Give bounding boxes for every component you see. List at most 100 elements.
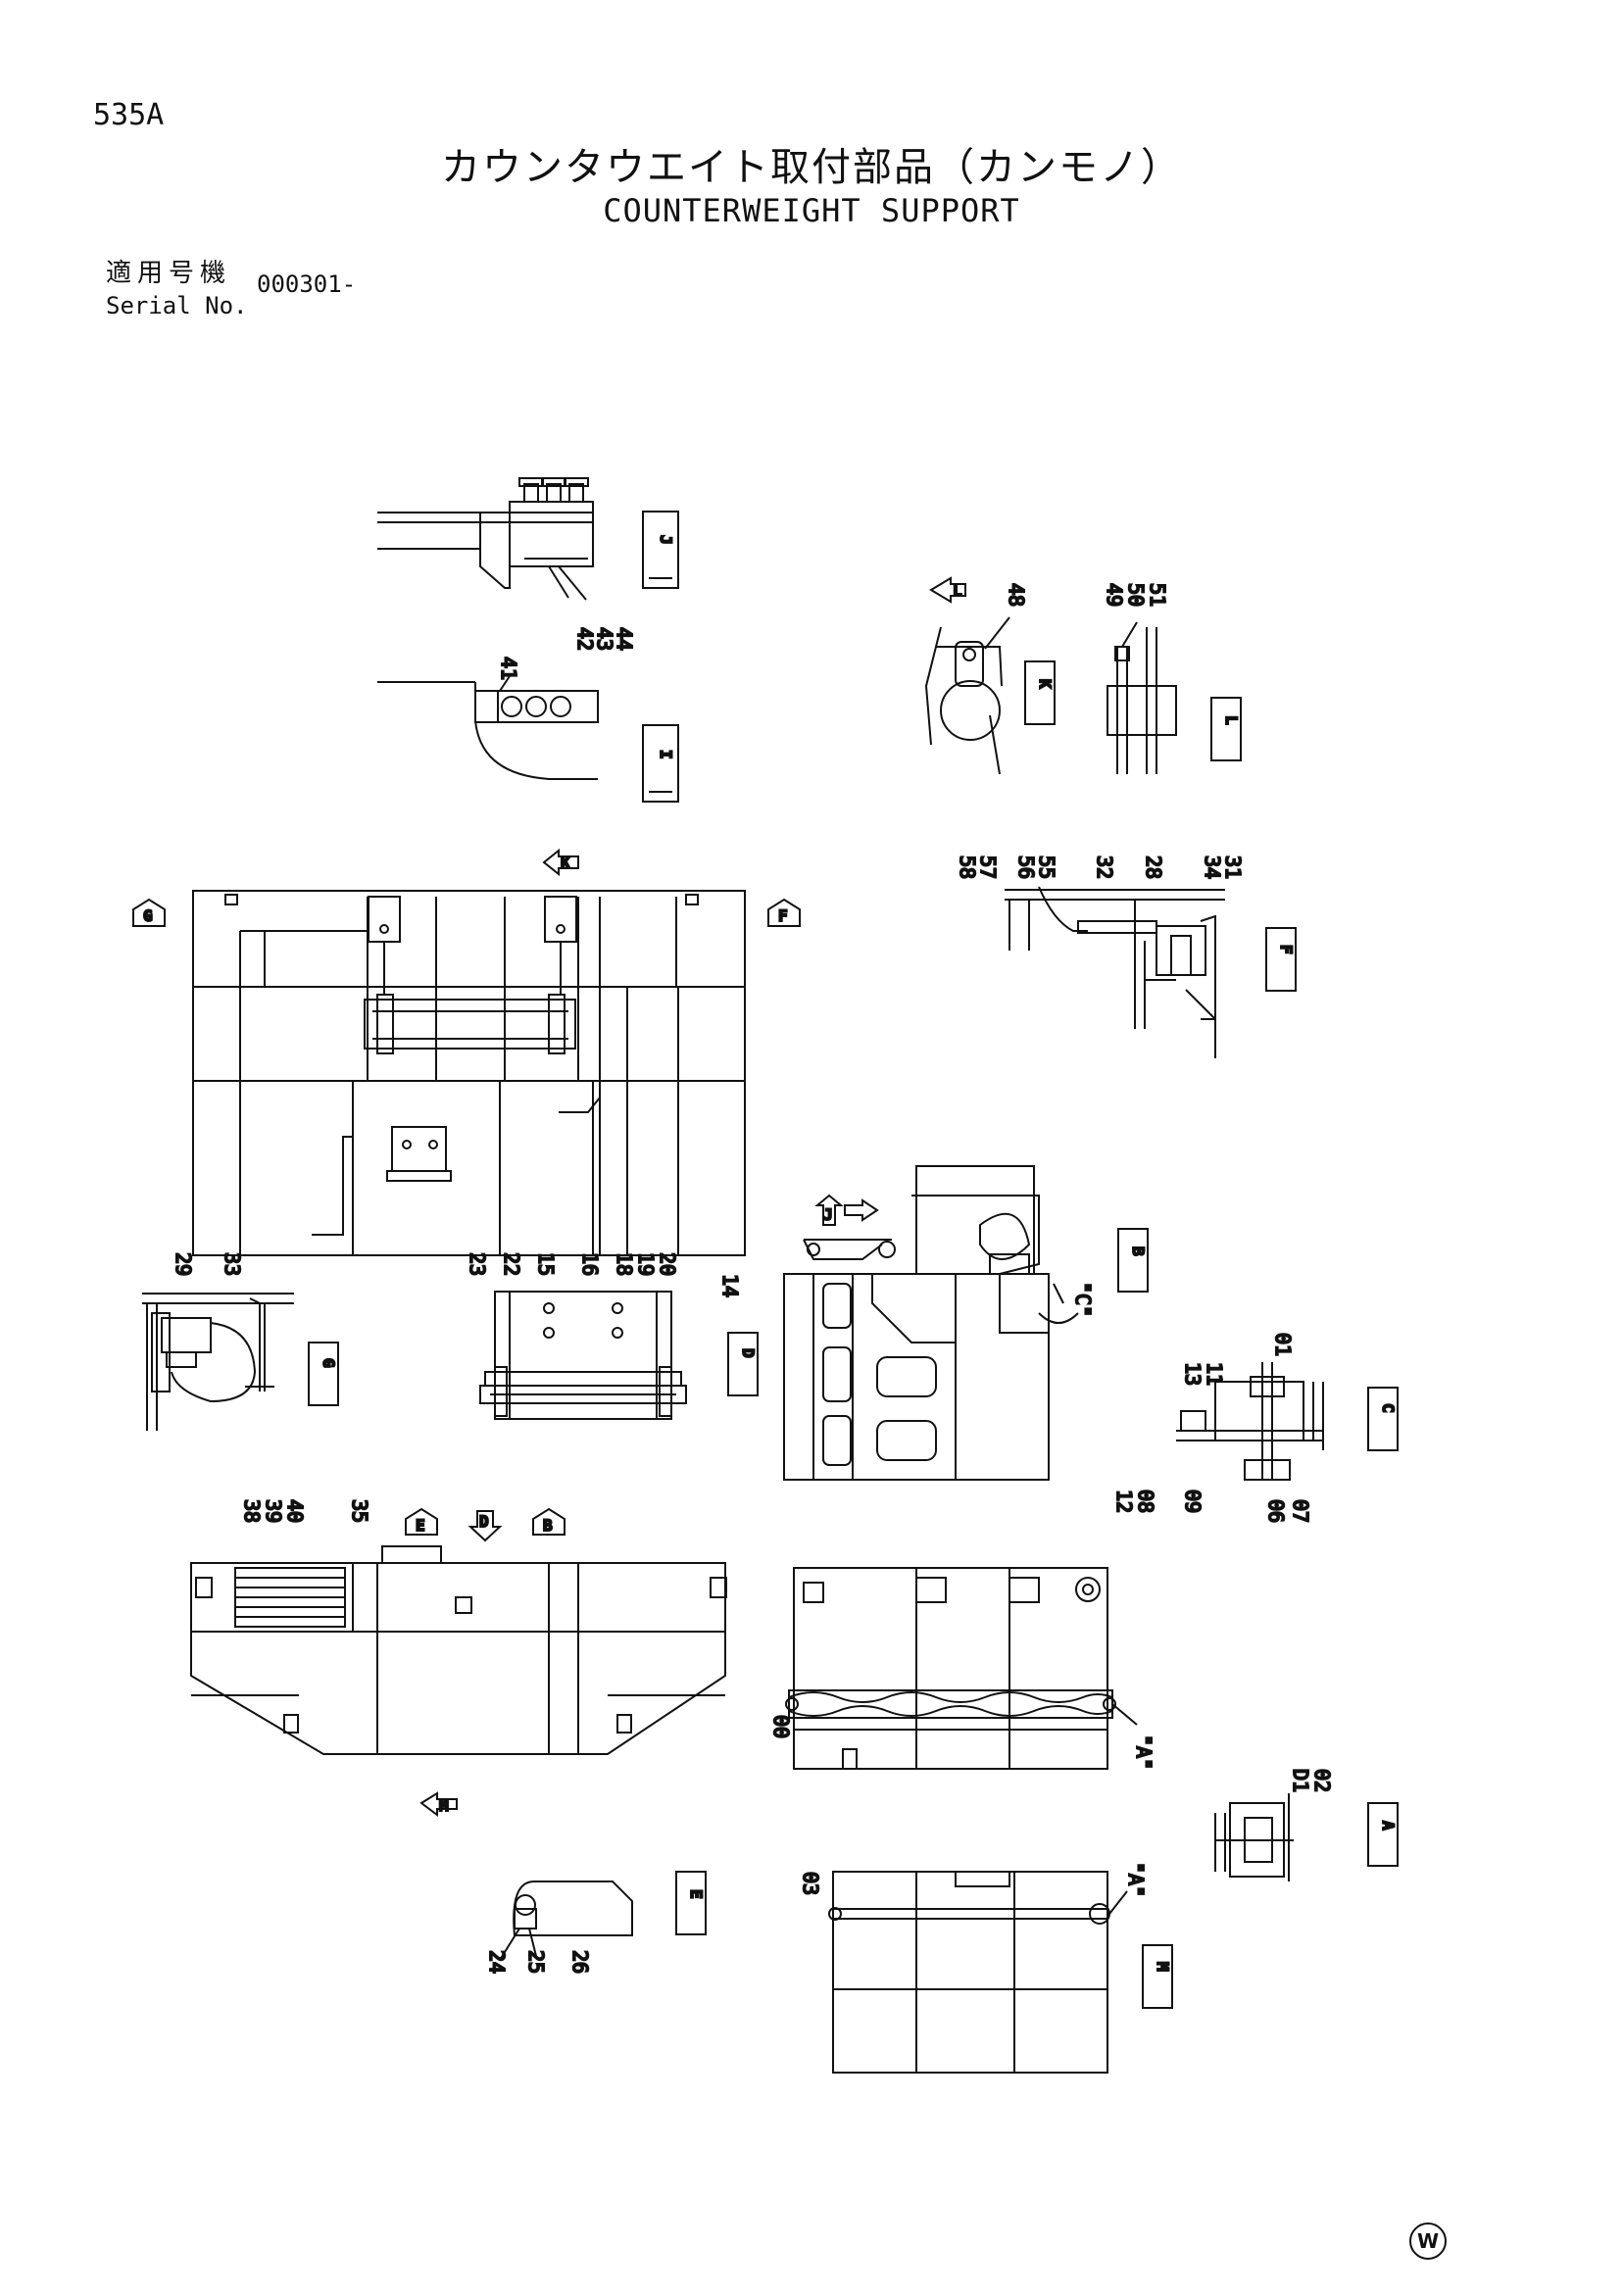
part-number-55: 55 xyxy=(1035,855,1058,879)
rear-view-with-rods xyxy=(785,1567,1138,1770)
part-number-24: 24 xyxy=(485,1950,509,1974)
arrow-g-icon xyxy=(132,898,166,927)
section-g-detail xyxy=(142,1293,339,1431)
part-number-03: 03 xyxy=(799,1872,822,1895)
view-j-detail xyxy=(377,477,679,601)
main-top-view xyxy=(192,890,746,1256)
part-number-43: 43 xyxy=(593,627,616,651)
view-k-detail xyxy=(924,576,1056,775)
part-number-11: 11 xyxy=(1203,1362,1226,1386)
title-japanese: カウンタウエイト取付部品（カンモノ） xyxy=(441,145,1182,190)
arrow-label-d: D xyxy=(479,1512,489,1531)
part-number-33: 33 xyxy=(221,1252,244,1276)
arrow-label-f: F xyxy=(778,906,788,925)
view-label-a: A xyxy=(1379,1821,1398,1831)
arrow-label-j: J xyxy=(823,1205,833,1224)
view-label-f: F xyxy=(1277,945,1296,954)
serial-label-japanese: 適用号機 xyxy=(106,259,232,288)
part-number-02: 02 xyxy=(1310,1769,1334,1792)
part-number-23: 23 xyxy=(466,1252,489,1276)
part-number-26: 26 xyxy=(568,1950,592,1974)
arrow-label-m: M xyxy=(439,1796,449,1815)
serial-number-value: 000301- xyxy=(257,270,357,298)
view-label-k: K xyxy=(1036,679,1055,689)
part-number-31: 31 xyxy=(1221,855,1245,879)
view-label-e: E xyxy=(687,1889,706,1899)
arrow-l-icon xyxy=(844,1198,879,1222)
view-i-detail xyxy=(377,675,679,803)
part-number-07: 07 xyxy=(1289,1499,1312,1523)
part-number-13: 13 xyxy=(1181,1362,1205,1386)
part-number-18: 18 xyxy=(613,1252,636,1276)
serial-label-english: Serial No. xyxy=(106,292,248,319)
arrow-label-e: E xyxy=(416,1516,425,1535)
part-number-40: 40 xyxy=(283,1499,307,1523)
ref-mark-a-1: "A" xyxy=(1132,1734,1156,1770)
part-number-35: 35 xyxy=(348,1499,371,1523)
arrow-d-icon xyxy=(467,1510,503,1542)
part-number-56: 56 xyxy=(1014,855,1038,879)
title-english: COUNTERWEIGHT SUPPORT xyxy=(603,192,1020,229)
part-number-49: 49 xyxy=(1103,583,1126,607)
view-label-i: I xyxy=(657,750,675,759)
view-label-d: D xyxy=(739,1348,758,1358)
part-number-44: 44 xyxy=(613,627,636,651)
arrow-b-icon xyxy=(532,1507,566,1536)
part-number-12: 12 xyxy=(1112,1490,1136,1513)
view-e-detail xyxy=(499,1871,707,1961)
view-label-j: J xyxy=(657,535,675,545)
part-number-09: 09 xyxy=(1181,1490,1205,1513)
part-number-42: 42 xyxy=(573,627,597,651)
view-label-m: M xyxy=(1154,1962,1172,1972)
page-code: 535A xyxy=(93,98,165,132)
view-label-b: B xyxy=(1129,1246,1148,1256)
part-number-58: 58 xyxy=(956,855,979,879)
part-number-32: 32 xyxy=(1093,855,1116,879)
part-number-38: 38 xyxy=(240,1499,264,1523)
arrow-k-icon xyxy=(542,848,579,877)
arrow-j-icon xyxy=(814,1194,844,1226)
part-number-22: 22 xyxy=(500,1252,523,1276)
counterweight-lower-view xyxy=(190,1545,727,1755)
view-l-detail xyxy=(1107,621,1242,774)
arrow-e-icon xyxy=(405,1507,438,1536)
part-number-16: 16 xyxy=(578,1252,602,1276)
part-number-20: 20 xyxy=(656,1252,679,1276)
detail-a xyxy=(1214,1793,1399,1881)
view-label-g: G xyxy=(320,1358,338,1368)
part-number-14: 14 xyxy=(718,1274,742,1297)
part-number-08: 08 xyxy=(1134,1490,1157,1513)
view-label-l: L xyxy=(1222,715,1241,725)
section-b-detail xyxy=(783,1165,1149,1481)
part-number-48: 48 xyxy=(1005,583,1028,607)
arrow-label-g: G xyxy=(143,906,153,925)
arrow-f-icon xyxy=(767,898,801,927)
ref-mark-c: "C" xyxy=(1071,1282,1095,1317)
part-number-39: 39 xyxy=(262,1499,285,1523)
part-number-19: 19 xyxy=(634,1252,658,1276)
part-number-28: 28 xyxy=(1142,855,1165,879)
part-number-d1: D1 xyxy=(1289,1769,1312,1792)
detail-c xyxy=(1176,1362,1399,1481)
part-number-50: 50 xyxy=(1124,583,1148,607)
part-number-41: 41 xyxy=(497,657,520,680)
part-number-06: 06 xyxy=(1264,1499,1288,1523)
section-m-detail xyxy=(828,1871,1173,2074)
arrow-label-k-main: K xyxy=(561,854,570,872)
part-number-29: 29 xyxy=(172,1252,195,1276)
part-number-00: 00 xyxy=(769,1715,793,1738)
arrow-m-icon xyxy=(419,1791,458,1817)
part-number-51: 51 xyxy=(1146,583,1169,607)
part-number-01: 01 xyxy=(1271,1333,1295,1356)
arrow-label-b: B xyxy=(543,1516,553,1535)
ref-mark-a-2: "A" xyxy=(1124,1862,1148,1897)
brand-mark-icon: W xyxy=(1409,2223,1447,2260)
view-label-c: C xyxy=(1379,1403,1398,1413)
part-number-15: 15 xyxy=(534,1252,558,1276)
part-number-57: 57 xyxy=(976,855,1000,879)
part-number-34: 34 xyxy=(1201,855,1224,879)
section-f-detail xyxy=(1005,886,1297,1058)
arrow-label-k: L xyxy=(953,581,962,600)
part-number-25: 25 xyxy=(524,1950,548,1974)
